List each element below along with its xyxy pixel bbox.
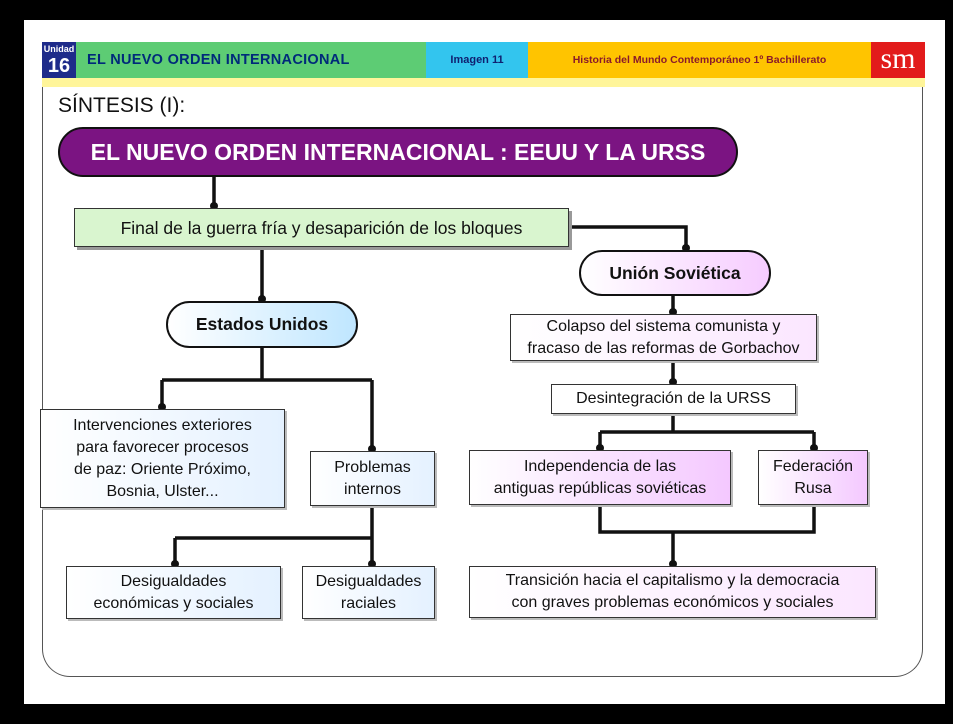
intervenciones-box: Intervenciones exteriores para favorecer… — [40, 409, 285, 508]
problemas-line: internos — [344, 480, 401, 498]
colapso-line: fracaso de las reformas de Gorbachov — [527, 339, 800, 357]
transicion-box: Transición hacia el capitalismo y la dem… — [469, 566, 876, 618]
problemas-internos-box: Problemas internos — [310, 451, 435, 506]
desigualdades-raciales-line: Desigualdades — [315, 572, 422, 590]
final-guerra-fria-box: Final de la guerra fría y desaparición d… — [74, 208, 569, 247]
desigualdades-economicas-line: económicas y sociales — [93, 594, 254, 612]
estados-unidos-node: Estados Unidos — [166, 301, 358, 348]
desintegracion-box: Desintegración de la URSS — [551, 384, 796, 414]
slide-heading: SÍNTESIS (I): — [58, 94, 186, 117]
federacion-line: Rusa — [794, 479, 832, 497]
root-node: EL NUEVO ORDEN INTERNACIONAL : EEUU Y LA… — [58, 127, 738, 177]
unit-badge: Unidad 16 — [42, 42, 76, 78]
header-strip — [42, 78, 925, 87]
desigualdades-raciales-line: raciales — [340, 594, 397, 612]
union-sovietica-node: Unión Soviética — [579, 250, 771, 296]
sm-logo: sm — [871, 42, 925, 78]
problemas-line: Problemas — [334, 458, 411, 476]
independencia-box: Independencia de las antiguas repúblicas… — [469, 450, 731, 505]
image-label: Imagen 11 — [426, 42, 528, 78]
desigualdades-raciales-box: Desigualdades raciales — [302, 566, 435, 619]
unit-label: Unidad — [43, 44, 75, 54]
desigualdades-economicas-box: Desigualdades económicas y sociales — [66, 566, 281, 619]
header-title: EL NUEVO ORDEN INTERNACIONAL — [76, 42, 426, 78]
subject-label: Historia del Mundo Contemporáneo 1º Bach… — [528, 42, 871, 78]
transicion-line: con graves problemas económicos y social… — [511, 594, 834, 611]
content-frame — [42, 87, 923, 677]
colapso-box: Colapso del sistema comunista y fracaso … — [510, 314, 817, 361]
intervenciones-line: de paz: Oriente Próximo, — [74, 460, 251, 478]
intervenciones-line: para favorecer procesos — [76, 438, 249, 456]
intervenciones-line: Intervenciones exteriores — [73, 416, 252, 434]
federacion-rusa-box: Federación Rusa — [758, 450, 868, 505]
independencia-line: Independencia de las — [523, 457, 677, 475]
unit-number: 16 — [47, 55, 71, 77]
independencia-line: antiguas repúblicas soviéticas — [493, 479, 707, 497]
transicion-line: Transición hacia el capitalismo y la dem… — [505, 572, 840, 589]
intervenciones-line: Bosnia, Ulster... — [106, 482, 219, 500]
colapso-line: Colapso del sistema comunista y — [546, 317, 781, 335]
desigualdades-economicas-line: Desigualdades — [120, 572, 227, 590]
federacion-line: Federación — [772, 457, 854, 475]
